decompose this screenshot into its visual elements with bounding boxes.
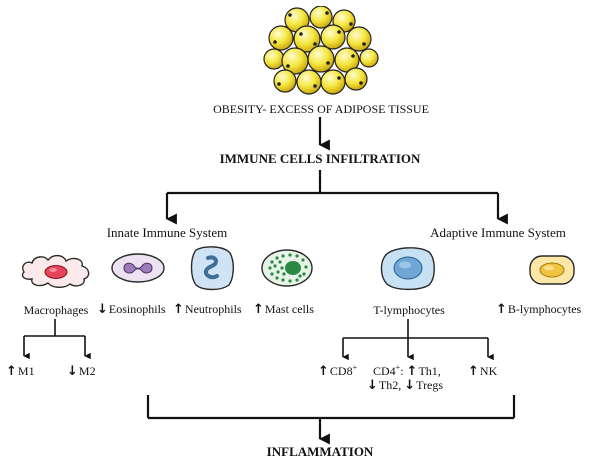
up-arrow-icon: ↑ (496, 302, 507, 317)
cd4-colon: : (400, 364, 404, 378)
up-arrow-icon: ↑ (468, 364, 479, 379)
innate-immune-system-heading: Innate Immune System (106, 225, 228, 240)
neutrophils-label: ↑Neutrophils (173, 302, 242, 317)
cd4-label: CD4+: ↑Th1, (373, 364, 441, 379)
neutrophils-text: Neutrophils (184, 302, 242, 316)
th1-text: Th1, (418, 364, 441, 378)
down-arrow-icon: ↓ (404, 378, 416, 393)
up-arrow-icon: ↑ (173, 302, 184, 317)
mast-cell-icon (261, 249, 313, 287)
down-arrow-icon: ↓ (97, 302, 108, 317)
obesity-title: OBESITY- EXCESS OF ADIPOSE TISSUE (213, 102, 429, 116)
up-arrow-icon: ↑ (318, 364, 329, 379)
neutrophil-icon (190, 246, 234, 291)
b-lymphocytes-text: B-lymphocytes (507, 302, 582, 316)
b-lymphocyte-icon (529, 255, 575, 285)
nk-text: NK (479, 364, 498, 378)
up-arrow-icon: ↑ (253, 302, 264, 317)
t-lymphocytes-label: T-lymphocytes (373, 303, 445, 317)
cd8-superscript: + (352, 363, 358, 372)
b-lymphocytes-label: ↑B-lymphocytes (496, 302, 581, 317)
cd4-subtypes-label: ↓Th2, ↓Tregs (367, 378, 443, 393)
cd8-text: CD8 (329, 364, 353, 378)
eosinophils-label: ↓Eosinophils (97, 302, 166, 317)
up-arrow-icon: ↑ (6, 364, 17, 379)
cd8-label: ↑CD8+ (318, 364, 357, 379)
nk-label: ↑NK (468, 364, 497, 379)
t-lymphocyte-icon (380, 247, 435, 291)
inflammation-heading: INFLAMMATION (266, 444, 374, 459)
mast-cells-label: ↑Mast cells (253, 302, 314, 317)
macrophage-icon (21, 254, 90, 288)
down-arrow-icon: ↓ (367, 378, 378, 393)
adipose-tissue-icon (263, 6, 379, 95)
down-arrow-icon: ↓ (67, 364, 78, 379)
adaptive-immune-system-heading: Adaptive Immune System (430, 225, 566, 240)
th2-text: Th2, (378, 378, 402, 392)
m1-label: ↑M1 (6, 364, 35, 379)
cd4-superscript: + (395, 363, 401, 372)
eosinophils-text: Eosinophils (108, 302, 166, 316)
m2-label: ↓M2 (67, 364, 96, 379)
up-arrow-icon: ↑ (406, 364, 418, 379)
tregs-text: Tregs (416, 378, 444, 392)
mast-cells-text: Mast cells (264, 302, 314, 316)
eosinophil-icon (111, 253, 165, 283)
immune-infiltration-heading: IMMUNE CELLS INFILTRATION (219, 151, 421, 166)
m2-text: M2 (78, 364, 96, 378)
cd4-text: CD4 (373, 364, 396, 378)
macrophages-label: Macrophages (23, 303, 89, 317)
m1-text: M1 (17, 364, 35, 378)
